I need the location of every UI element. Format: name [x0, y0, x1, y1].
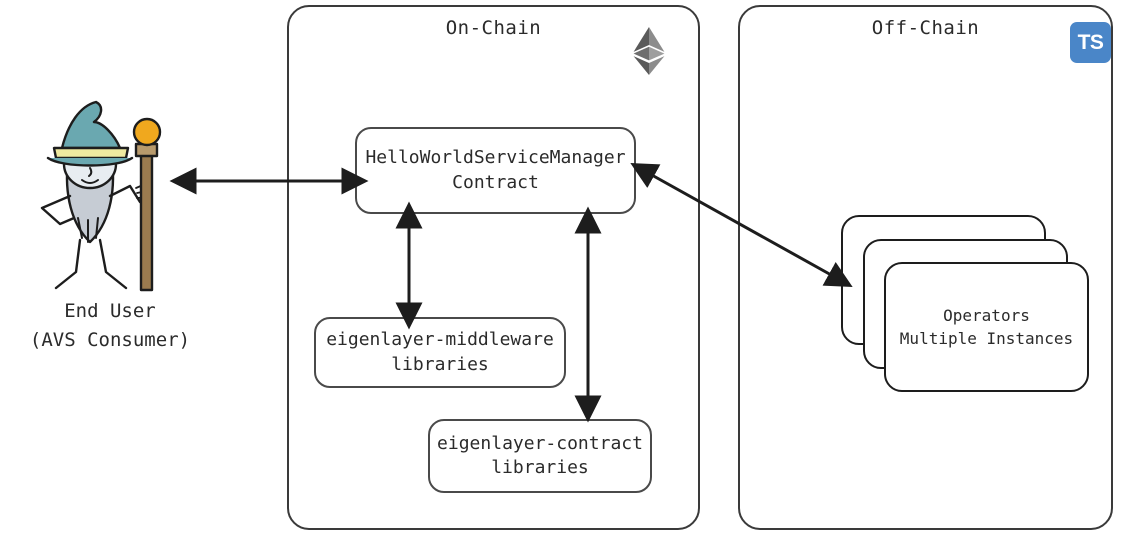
panel-off-chain-title: Off-Chain [871, 17, 980, 39]
node-eigenlayer-middleware[interactable]: eigenlayer-middleware libraries [314, 317, 566, 388]
node-middleware-line1: eigenlayer-middleware [326, 329, 554, 351]
operator-card-front[interactable]: Operators Multiple Instances [884, 262, 1089, 392]
operators-label-line2: Multiple Instances [899, 329, 1074, 348]
node-hello-world-service-manager[interactable]: HelloWorldServiceManager Contract [355, 127, 636, 214]
node-eigenlayer-contract-libraries[interactable]: eigenlayer-contract libraries [428, 419, 652, 493]
wizard-icon [40, 100, 162, 292]
node-middleware-line2: libraries [391, 353, 489, 375]
operators-label-line1: Operators [943, 305, 1030, 325]
end-user-caption: End User (AVS Consumer) [0, 297, 220, 354]
end-user-caption-line2: (AVS Consumer) [29, 328, 191, 351]
end-user-caption-line1: End User [64, 300, 156, 322]
ethereum-icon [633, 27, 665, 75]
panel-on-chain-title: On-Chain [445, 17, 542, 39]
arrow-service-manager-to-operators [630, 163, 853, 287]
typescript-icon: TS [1070, 22, 1111, 63]
node-service-manager-line2: Contract [452, 171, 539, 193]
node-contract-libs-line1: eigenlayer-contract [437, 432, 643, 454]
node-service-manager-line1: HelloWorldServiceManager [365, 147, 626, 169]
typescript-label: TS [1077, 30, 1104, 54]
node-contract-libs-line2: libraries [491, 457, 589, 478]
